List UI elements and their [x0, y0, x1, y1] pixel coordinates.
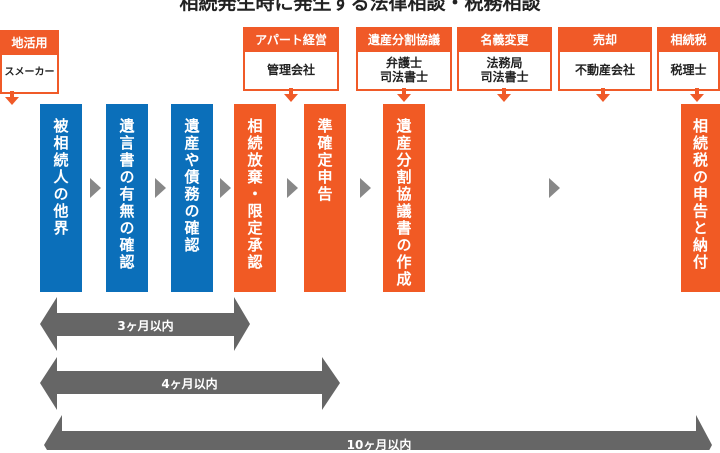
down-arrow-icon: [284, 88, 298, 102]
expert-name: 法務局: [486, 56, 523, 70]
step-tax-filing: 相続税の申告と納付: [681, 104, 720, 292]
chevron-right-icon: [90, 178, 101, 198]
expert-box-tax: 相続税 税理士: [657, 27, 720, 91]
expert-name: 不動産会社: [574, 63, 635, 77]
chevron-right-icon: [549, 178, 560, 198]
expert-box-land: 地活用 スメーカー: [0, 30, 59, 94]
chevron-right-icon: [155, 178, 166, 198]
deadline-arrow-3m: [40, 297, 250, 351]
chevron-right-icon: [360, 178, 371, 198]
down-arrow-icon: [690, 88, 704, 102]
chevron-right-icon: [220, 178, 231, 198]
step-assets-check: 遺産や債務の確認: [171, 104, 213, 292]
expert-name: 税理士: [670, 63, 707, 77]
expert-header: 名義変更: [459, 29, 550, 52]
deadline-arrow-10m: [44, 415, 712, 450]
step-death: 被相続人の他界: [40, 104, 82, 292]
expert-header: 売却: [560, 29, 650, 52]
expert-box-sale: 売却 不動産会社: [558, 27, 652, 91]
deadline-label: 3ヶ月以内: [117, 319, 174, 333]
deadline-arrow-4m: [40, 357, 340, 410]
expert-box-title-change: 名義変更 法務局司法書士: [457, 27, 552, 91]
expert-name: スメーカー: [4, 67, 55, 78]
down-arrow-icon: [5, 91, 19, 105]
expert-header: 相続税: [659, 29, 718, 52]
down-arrow-icon: [397, 88, 411, 102]
expert-header: 地活用: [2, 32, 57, 55]
expert-name: 弁護士: [385, 56, 422, 70]
down-arrow-icon: [497, 88, 511, 102]
expert-header: 遺産分割協議: [358, 29, 450, 52]
diagram-title: 相続発生時に発生する法律相談・税務相談: [179, 0, 541, 14]
step-quasi-return: 準確定申告: [304, 104, 346, 292]
deadline-label: 10ヶ月以内: [346, 438, 412, 452]
chevron-right-icon: [287, 178, 298, 198]
step-renunciation: 相続放棄・限定承認: [234, 104, 276, 292]
step-will-check: 遺言書の有無の確認: [106, 104, 148, 292]
deadline-label: 4ヶ月以内: [161, 377, 218, 391]
step-division-agreement: 遺産分割協議書の作成: [383, 104, 425, 292]
expert-name: 司法書士: [480, 70, 529, 84]
expert-name: 司法書士: [379, 70, 428, 84]
down-arrow-icon: [596, 88, 610, 102]
expert-name: 管理会社: [266, 63, 315, 77]
expert-header: アパート経営: [245, 29, 337, 52]
